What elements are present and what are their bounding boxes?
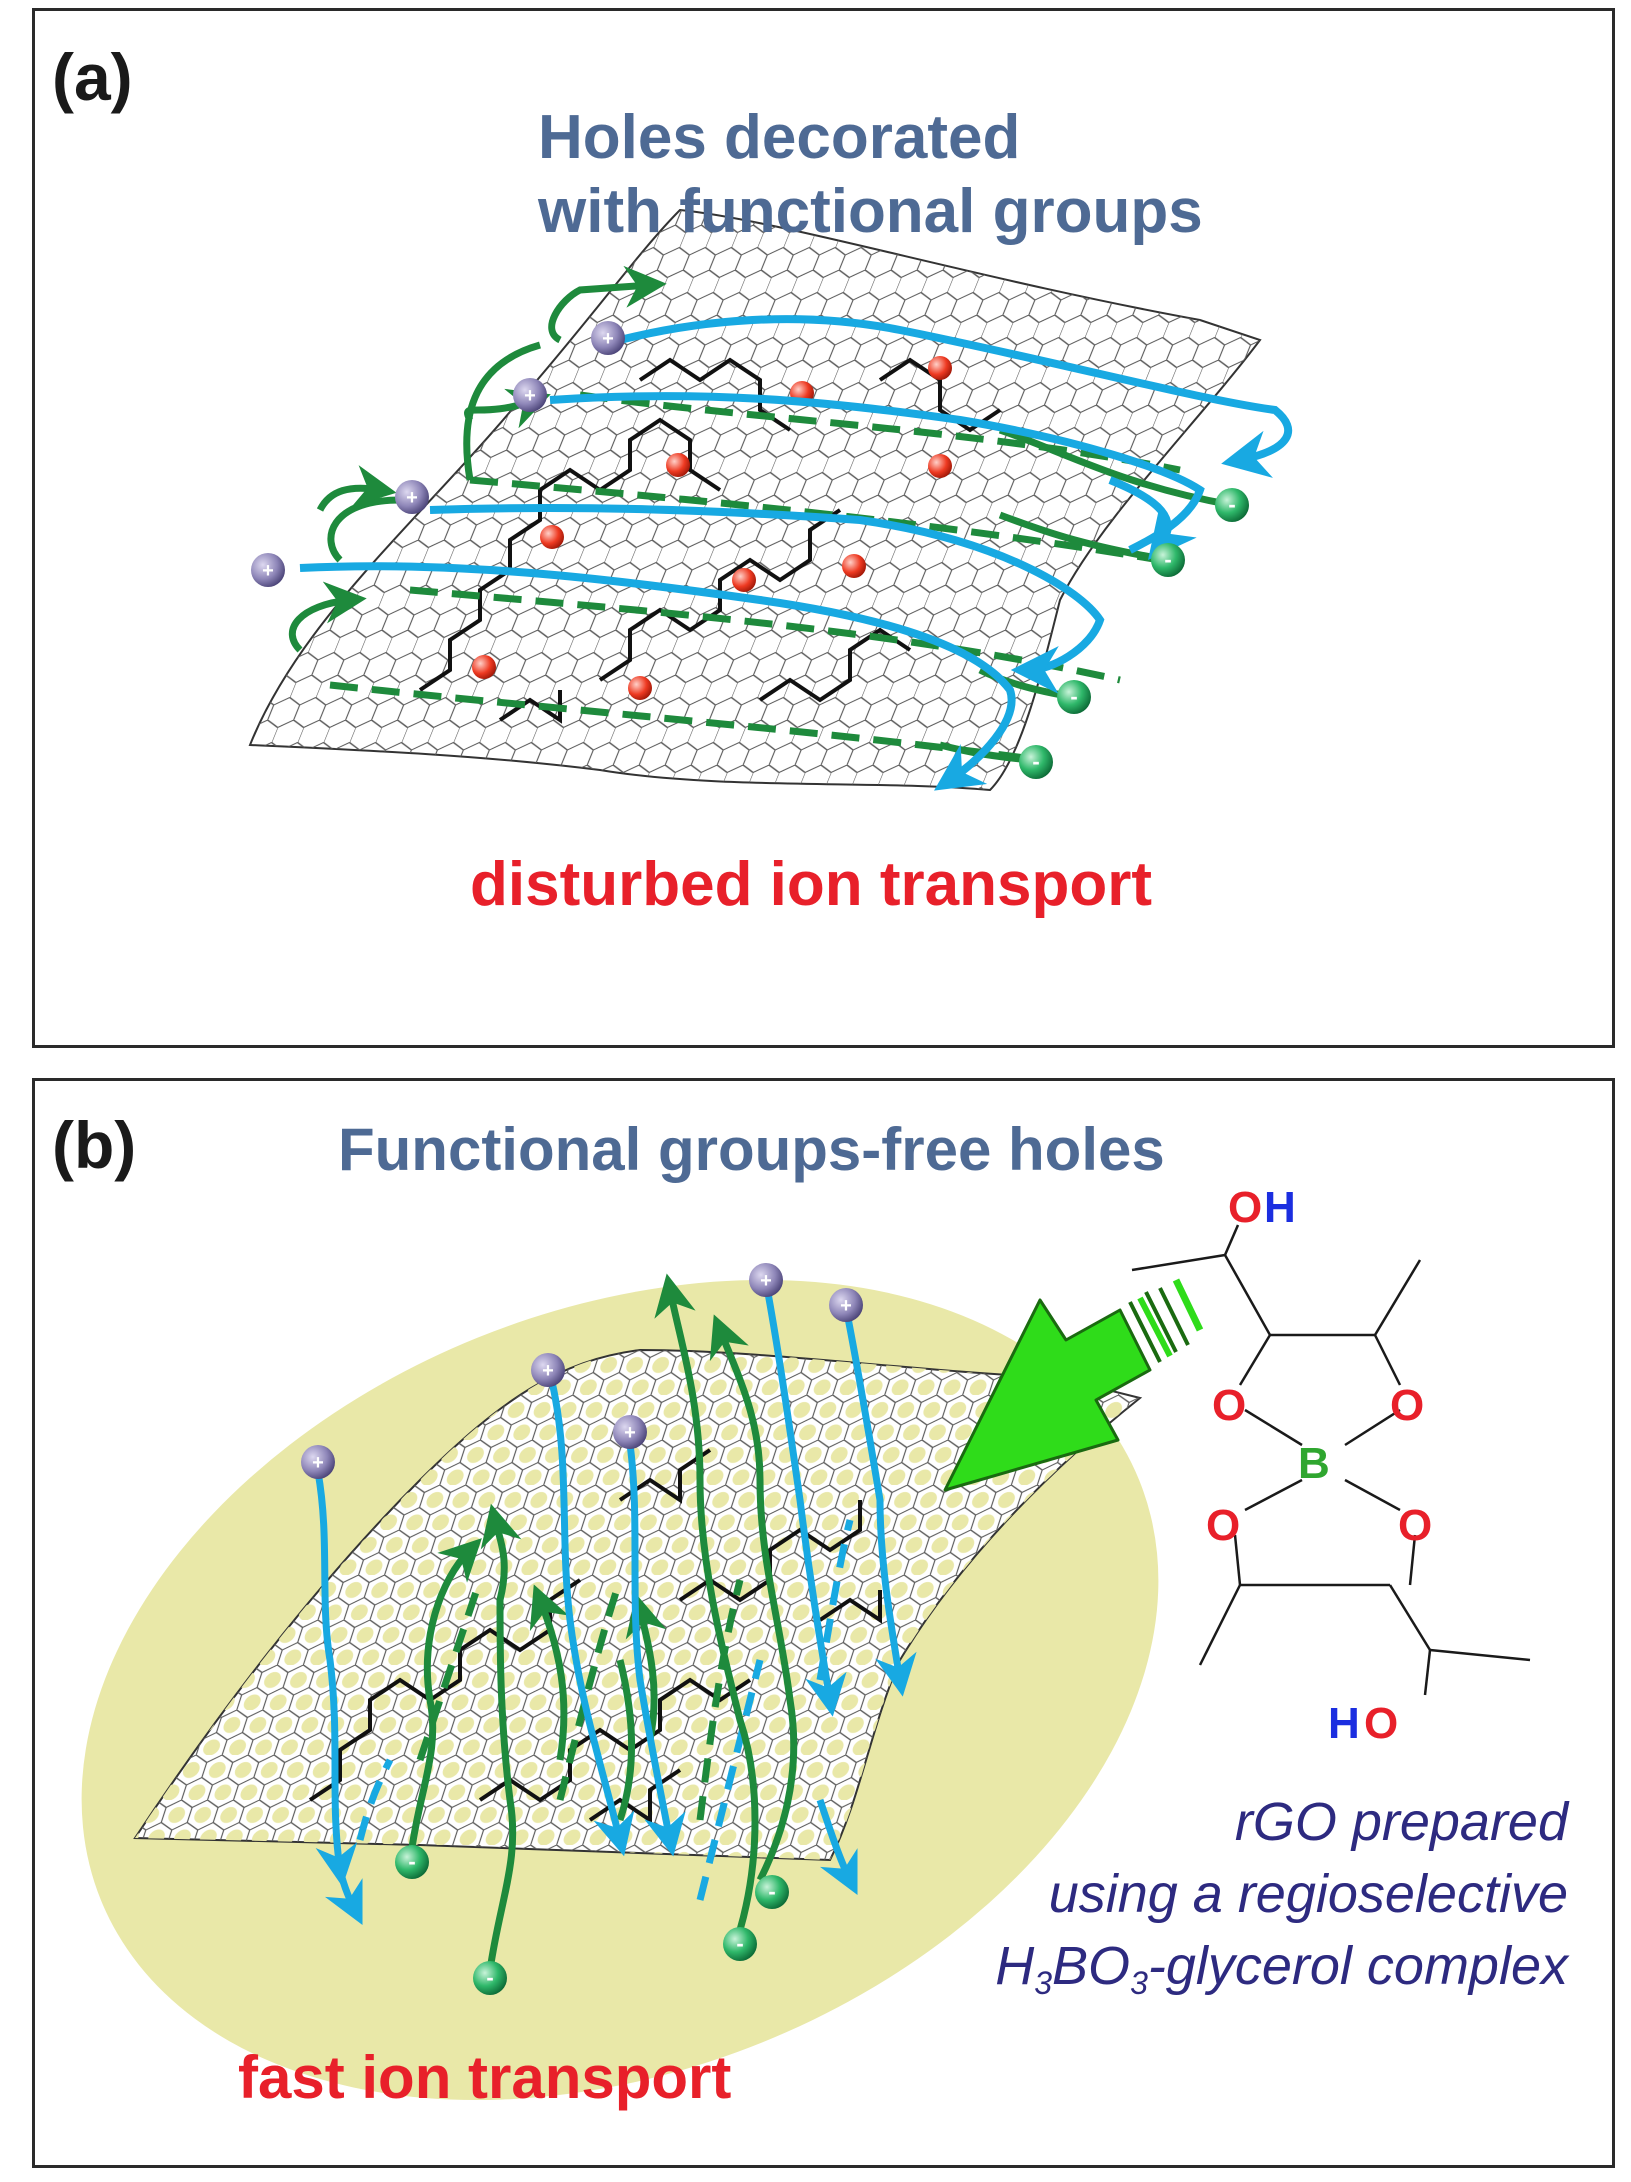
panel-b-graphics: + + + + + - - - -: [81, 1224, 1531, 2101]
svg-text:-: -: [1164, 547, 1171, 572]
svg-text:+: +: [602, 328, 614, 350]
panel-a-title-line1: Holes decorated: [538, 103, 1020, 172]
atom-o-top: O: [1228, 1183, 1262, 1232]
note-line3-sub2: 3: [1130, 1965, 1148, 2001]
svg-text:-: -: [768, 1879, 775, 1904]
atom-o-bottom: O: [1364, 1699, 1398, 1748]
blue-paths-a: [299, 315, 1293, 791]
note-line3-suffix: -glycerol complex: [1148, 1936, 1570, 1996]
panel-b-note-line3: H3BO3-glycerol complex: [995, 1936, 1570, 2001]
atom-h-top: H: [1264, 1183, 1296, 1232]
atom-boron: B: [1298, 1439, 1330, 1488]
green-paths-a: [288, 265, 1233, 764]
svg-text:+: +: [312, 1452, 324, 1474]
panel-b-note-line2: using a regioselective: [1049, 1864, 1568, 1924]
atom-h-bottom: H: [1328, 1699, 1360, 1748]
note-line3-mid: BO: [1052, 1936, 1130, 1996]
svg-text:-: -: [486, 1965, 493, 1990]
panel-b-title: Functional groups-free holes: [338, 1116, 1165, 1183]
negative-ions-a: - - - -: [1019, 488, 1249, 779]
svg-text:+: +: [542, 1360, 554, 1382]
svg-text:+: +: [760, 1270, 772, 1292]
svg-text:-: -: [1228, 492, 1235, 517]
svg-text:+: +: [406, 487, 418, 509]
panel-b-note-line1: rGO prepared: [1235, 1792, 1570, 1852]
green-paths-dashed-a: [329, 391, 1181, 764]
positive-ions-a: + + + +: [251, 321, 625, 587]
green-pointer-arrow: [943, 1278, 1204, 1492]
atom-o-lower-left: O: [1206, 1501, 1240, 1550]
panel-a-caption: disturbed ion transport: [470, 850, 1152, 919]
svg-text:+: +: [524, 385, 536, 407]
panel-b-caption: fast ion transport: [238, 2044, 731, 2111]
svg-text:-: -: [1032, 749, 1039, 774]
svg-text:+: +: [840, 1295, 852, 1317]
svg-text:-: -: [1070, 684, 1077, 709]
hole-edges-b: [308, 1448, 882, 1824]
note-line3-sub1: 3: [1034, 1965, 1052, 2001]
positive-ions-b: + + + + +: [301, 1263, 863, 1479]
svg-text:+: +: [262, 560, 274, 582]
panel-a-label: (a): [52, 40, 133, 114]
atom-o-upper-left: O: [1212, 1381, 1246, 1430]
blue-paths-b: [314, 1292, 917, 1926]
panel-a-graphics: + + + + - - - -: [248, 208, 1293, 792]
svg-text:-: -: [408, 1849, 415, 1874]
panel-a-title-line2: with functional groups: [537, 177, 1203, 246]
molecule-bonds: [1131, 1224, 1531, 1696]
atom-o-lower-right: O: [1398, 1501, 1432, 1550]
atom-o-upper-right: O: [1390, 1381, 1424, 1430]
negative-ions-b: - - - -: [395, 1845, 789, 1995]
molecule-atoms: O H O O B O O H O: [1206, 1183, 1432, 1748]
green-paths-b: [408, 1273, 798, 1971]
svg-text:+: +: [624, 1422, 636, 1444]
note-line3-prefix: H: [995, 1936, 1035, 1996]
panel-b-label: (b): [52, 1108, 136, 1182]
svg-text:-: -: [736, 1931, 743, 1956]
